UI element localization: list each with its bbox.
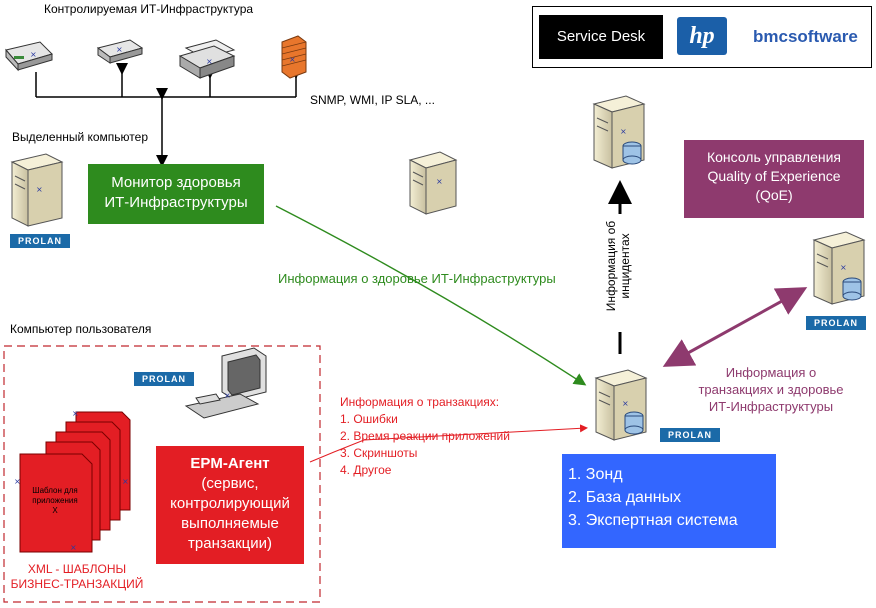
server-item-database: 2. База данных	[568, 489, 682, 506]
health-info-arrow	[275, 205, 587, 386]
prolan-logo-dedicated: PROLAN	[10, 234, 70, 248]
agent-line1: (сервис,	[201, 475, 259, 492]
protocols-label: SNMP, WMI, IP SLA, ...	[310, 93, 435, 107]
qoe-flow-arrow	[662, 287, 808, 367]
monitor-line1: Монитор здоровья	[111, 174, 241, 191]
svg-text:×: ×	[620, 127, 627, 136]
svg-text:×: ×	[289, 55, 296, 64]
service-desk-badge: Service Desk	[539, 15, 663, 59]
templates-caption2: БИЗНЕС-ТРАНЗАКЦИЙ	[10, 577, 144, 591]
prolan-logo-central: PROLAN	[660, 428, 720, 442]
user-pc-label: Компьютер пользователя	[10, 322, 152, 336]
template-doc-text: Шаблон для приложения X	[20, 486, 90, 516]
vendors-box: Service Desk hp bmcsoftware	[532, 6, 872, 68]
dedicated-server-icon: ×	[10, 153, 64, 227]
qoe-line1: Консоль управления	[706, 149, 842, 165]
svg-text:×: ×	[206, 57, 213, 66]
infra-bus	[35, 63, 302, 167]
agent-line4: транзакции)	[188, 535, 272, 552]
infra-title: Контролируемая ИТ-Инфраструктура	[44, 2, 254, 16]
doc-text-line3: X	[52, 506, 58, 515]
firewall-icon: ×	[281, 35, 307, 79]
svg-text:×: ×	[122, 477, 129, 486]
templates-caption1: XML - ШАБЛОНЫ	[27, 562, 127, 576]
transaction-item: 4. Другое	[340, 463, 392, 477]
agent-line3: выполняемые	[181, 515, 279, 532]
templates-caption: XML - ШАБЛОНЫ БИЗНЕС-ТРАНЗАКЦИЙ	[2, 562, 152, 592]
incident-line1: Информация об	[604, 220, 618, 312]
server-item-expert-system: 3. Экспертная система	[568, 512, 738, 529]
user-computer-boundary	[3, 345, 321, 603]
dedicated-label: Выделенный компьютер	[12, 130, 149, 144]
bmc-logo: bmcsoftware	[753, 27, 858, 46]
hp-logo: hp	[677, 17, 727, 55]
servicedesk-server-icon: ×	[592, 95, 646, 169]
svg-text:×: ×	[14, 477, 21, 486]
qoe-console-box: Консоль управления Quality of Experience…	[684, 140, 864, 218]
incident-label: Информация об инцидентах	[604, 216, 632, 316]
qoe-flow-line3: ИТ-Инфраструктуры	[708, 399, 834, 414]
transactions-title: Информация о транзакциях:	[340, 395, 500, 409]
prolan-logo-user: PROLAN	[134, 372, 194, 386]
doc-text-line2: приложения	[32, 496, 78, 505]
server-item-probe: 1. Зонд	[568, 466, 623, 483]
transaction-item: 3. Скриншоты	[340, 446, 418, 460]
qoe-line3: (QoE)	[755, 187, 793, 203]
qoe-line2: Quality of Experience	[707, 168, 841, 184]
svg-text:×: ×	[116, 45, 123, 54]
svg-text:×: ×	[436, 177, 443, 186]
transactions-info: Информация о транзакциях: 1. Ошибки 2. В…	[340, 394, 510, 479]
svg-text:×: ×	[840, 263, 847, 272]
svg-text:×: ×	[30, 50, 37, 59]
doc-text-line1: Шаблон для	[32, 486, 78, 495]
qoe-flow-label: Информация о транзакциях и здоровье ИТ-И…	[682, 364, 860, 415]
svg-text:×: ×	[36, 185, 43, 194]
router-icon: ×	[5, 41, 53, 72]
template-documents: × × × ×	[14, 409, 131, 553]
user-workstation-icon: ×	[184, 347, 267, 419]
svg-text:×: ×	[72, 409, 79, 418]
server-components-box: 1. Зонд 2. База данных 3. Экспертная сис…	[562, 454, 776, 548]
health-flow-label: Информация о здоровье ИТ-Инфраструктуры	[278, 271, 556, 286]
central-server-icon: ×	[594, 369, 648, 441]
agent-line2: контролирующий	[170, 495, 290, 512]
monitor-box: Монитор здоровья ИТ-Инфраструктуры	[88, 164, 264, 224]
qoe-flow-line2: транзакциях и здоровье	[698, 382, 844, 397]
prolan-logo-qoe: PROLAN	[806, 316, 866, 330]
switch-icon: ×	[96, 39, 144, 64]
agent-title: EPM-Агент	[190, 455, 270, 472]
svg-text:×: ×	[622, 399, 629, 408]
incident-line2: инцидентах	[618, 233, 632, 299]
transaction-item: 2. Время реакции приложений	[340, 429, 510, 443]
printer-icon: ×	[178, 39, 236, 79]
transaction-item: 1. Ошибки	[340, 412, 398, 426]
monitor-line2: ИТ-Инфраструктуры	[104, 194, 248, 211]
qoe-server-icon: ×	[812, 231, 866, 305]
svg-text:×: ×	[224, 391, 231, 400]
epm-agent-box: EPM-Агент (сервис, контролирующий выполн…	[156, 446, 304, 564]
middle-server-icon: ×	[408, 151, 458, 215]
qoe-flow-line1: Информация о	[725, 365, 817, 380]
svg-text:×: ×	[70, 543, 77, 552]
transaction-arrow	[309, 424, 588, 463]
